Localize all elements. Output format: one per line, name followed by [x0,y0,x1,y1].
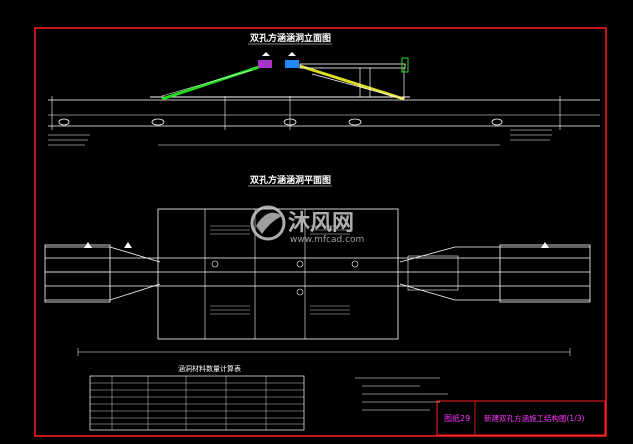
culvert-mark-right [348,118,362,126]
arrow-right-icon [288,52,296,56]
hatch-band-top [210,225,350,235]
table-column-lines [111,376,267,430]
plan-marker-1 [211,260,219,268]
vehicle-right [285,60,299,68]
plan-title: 双孔方涵涵洞平面图 [250,174,331,186]
elev-right-annotation [510,129,552,141]
plan-triangle-right [541,242,549,248]
title-block: 图纸29 新建双孔方涵施工结构图(1/3) [436,400,606,436]
sheet-number: 图纸29 [444,413,470,423]
plan-triangle-left [84,242,92,248]
notes-block [355,377,448,411]
right-outlet-inner [407,255,459,291]
elev-left-annotation [48,134,90,146]
elevation-title: 双孔方涵涵洞立面图 [250,32,331,44]
culvert-mark-left [151,118,165,126]
vehicle-left [258,60,272,68]
plan-view: 双孔方涵涵洞平面图 [44,174,591,356]
outer-frame [34,27,607,437]
sheet-title: 新建双孔方涵施工结构图(1/3) [484,413,584,423]
plan-marker-4 [296,288,304,296]
left-embankment-slope [161,64,263,101]
watermark: 沐风网 www.mfcad.com [250,205,364,245]
right-slope-white [311,73,405,100]
watermark-url: www.mfcad.com [290,235,364,245]
culvert-mark-far-right [491,118,503,126]
road-deck [299,63,406,69]
left-inlet-box [44,244,111,303]
title-block-outline [436,400,606,436]
left-slope-white [161,69,253,97]
arrow-left-icon [262,52,270,56]
plan-marker-3 [351,260,359,268]
plan-triangle-mid [124,242,132,248]
green-post [401,57,409,73]
culvert-mark-far-left [58,118,70,126]
elevation-view: 双孔方涵涵洞立面图 [48,32,600,146]
watermark-logo-swirl [256,212,282,234]
watermark-brand: 沐风网 [288,211,354,236]
plan-marker-2 [296,260,304,268]
material-table: 涵洞材料数量计算表 [89,364,305,431]
hatch-band-bottom [210,305,350,315]
table-outline [89,375,305,431]
table-row-lines [90,382,304,425]
table-title: 涵洞材料数量计算表 [178,364,241,373]
right-embankment-slope [299,64,405,101]
right-wing-bottom [399,283,590,301]
watermark-logo-icon [250,205,286,241]
